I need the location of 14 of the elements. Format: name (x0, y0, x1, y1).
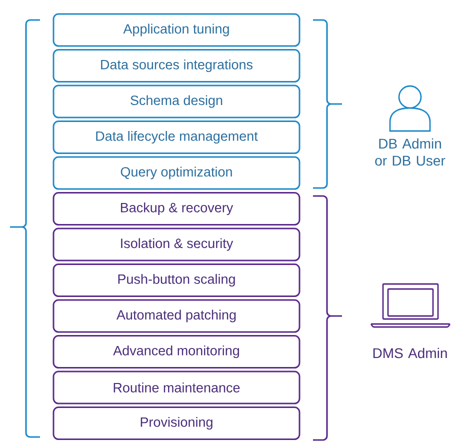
task-box: Provisioning (52, 406, 300, 440)
task-box: Data sources integrations (52, 49, 300, 82)
task-box: Routine maintenance (52, 370, 300, 404)
task-box: Automated patching (52, 299, 300, 333)
role-label: DB Admin or DB User (375, 138, 446, 166)
task-box: Advanced monitoring (52, 335, 300, 368)
task-box: Application tuning (52, 13, 300, 47)
task-box: Query optimization (52, 156, 300, 190)
task-box: Schema design (52, 84, 300, 118)
task-box: Backup & recovery (52, 192, 300, 226)
role-label: DMS Admin (373, 348, 447, 358)
task-box: Data lifecycle management (52, 120, 300, 154)
task-box: Isolation & security (52, 228, 300, 262)
task-box: Push-button scaling (52, 264, 300, 297)
